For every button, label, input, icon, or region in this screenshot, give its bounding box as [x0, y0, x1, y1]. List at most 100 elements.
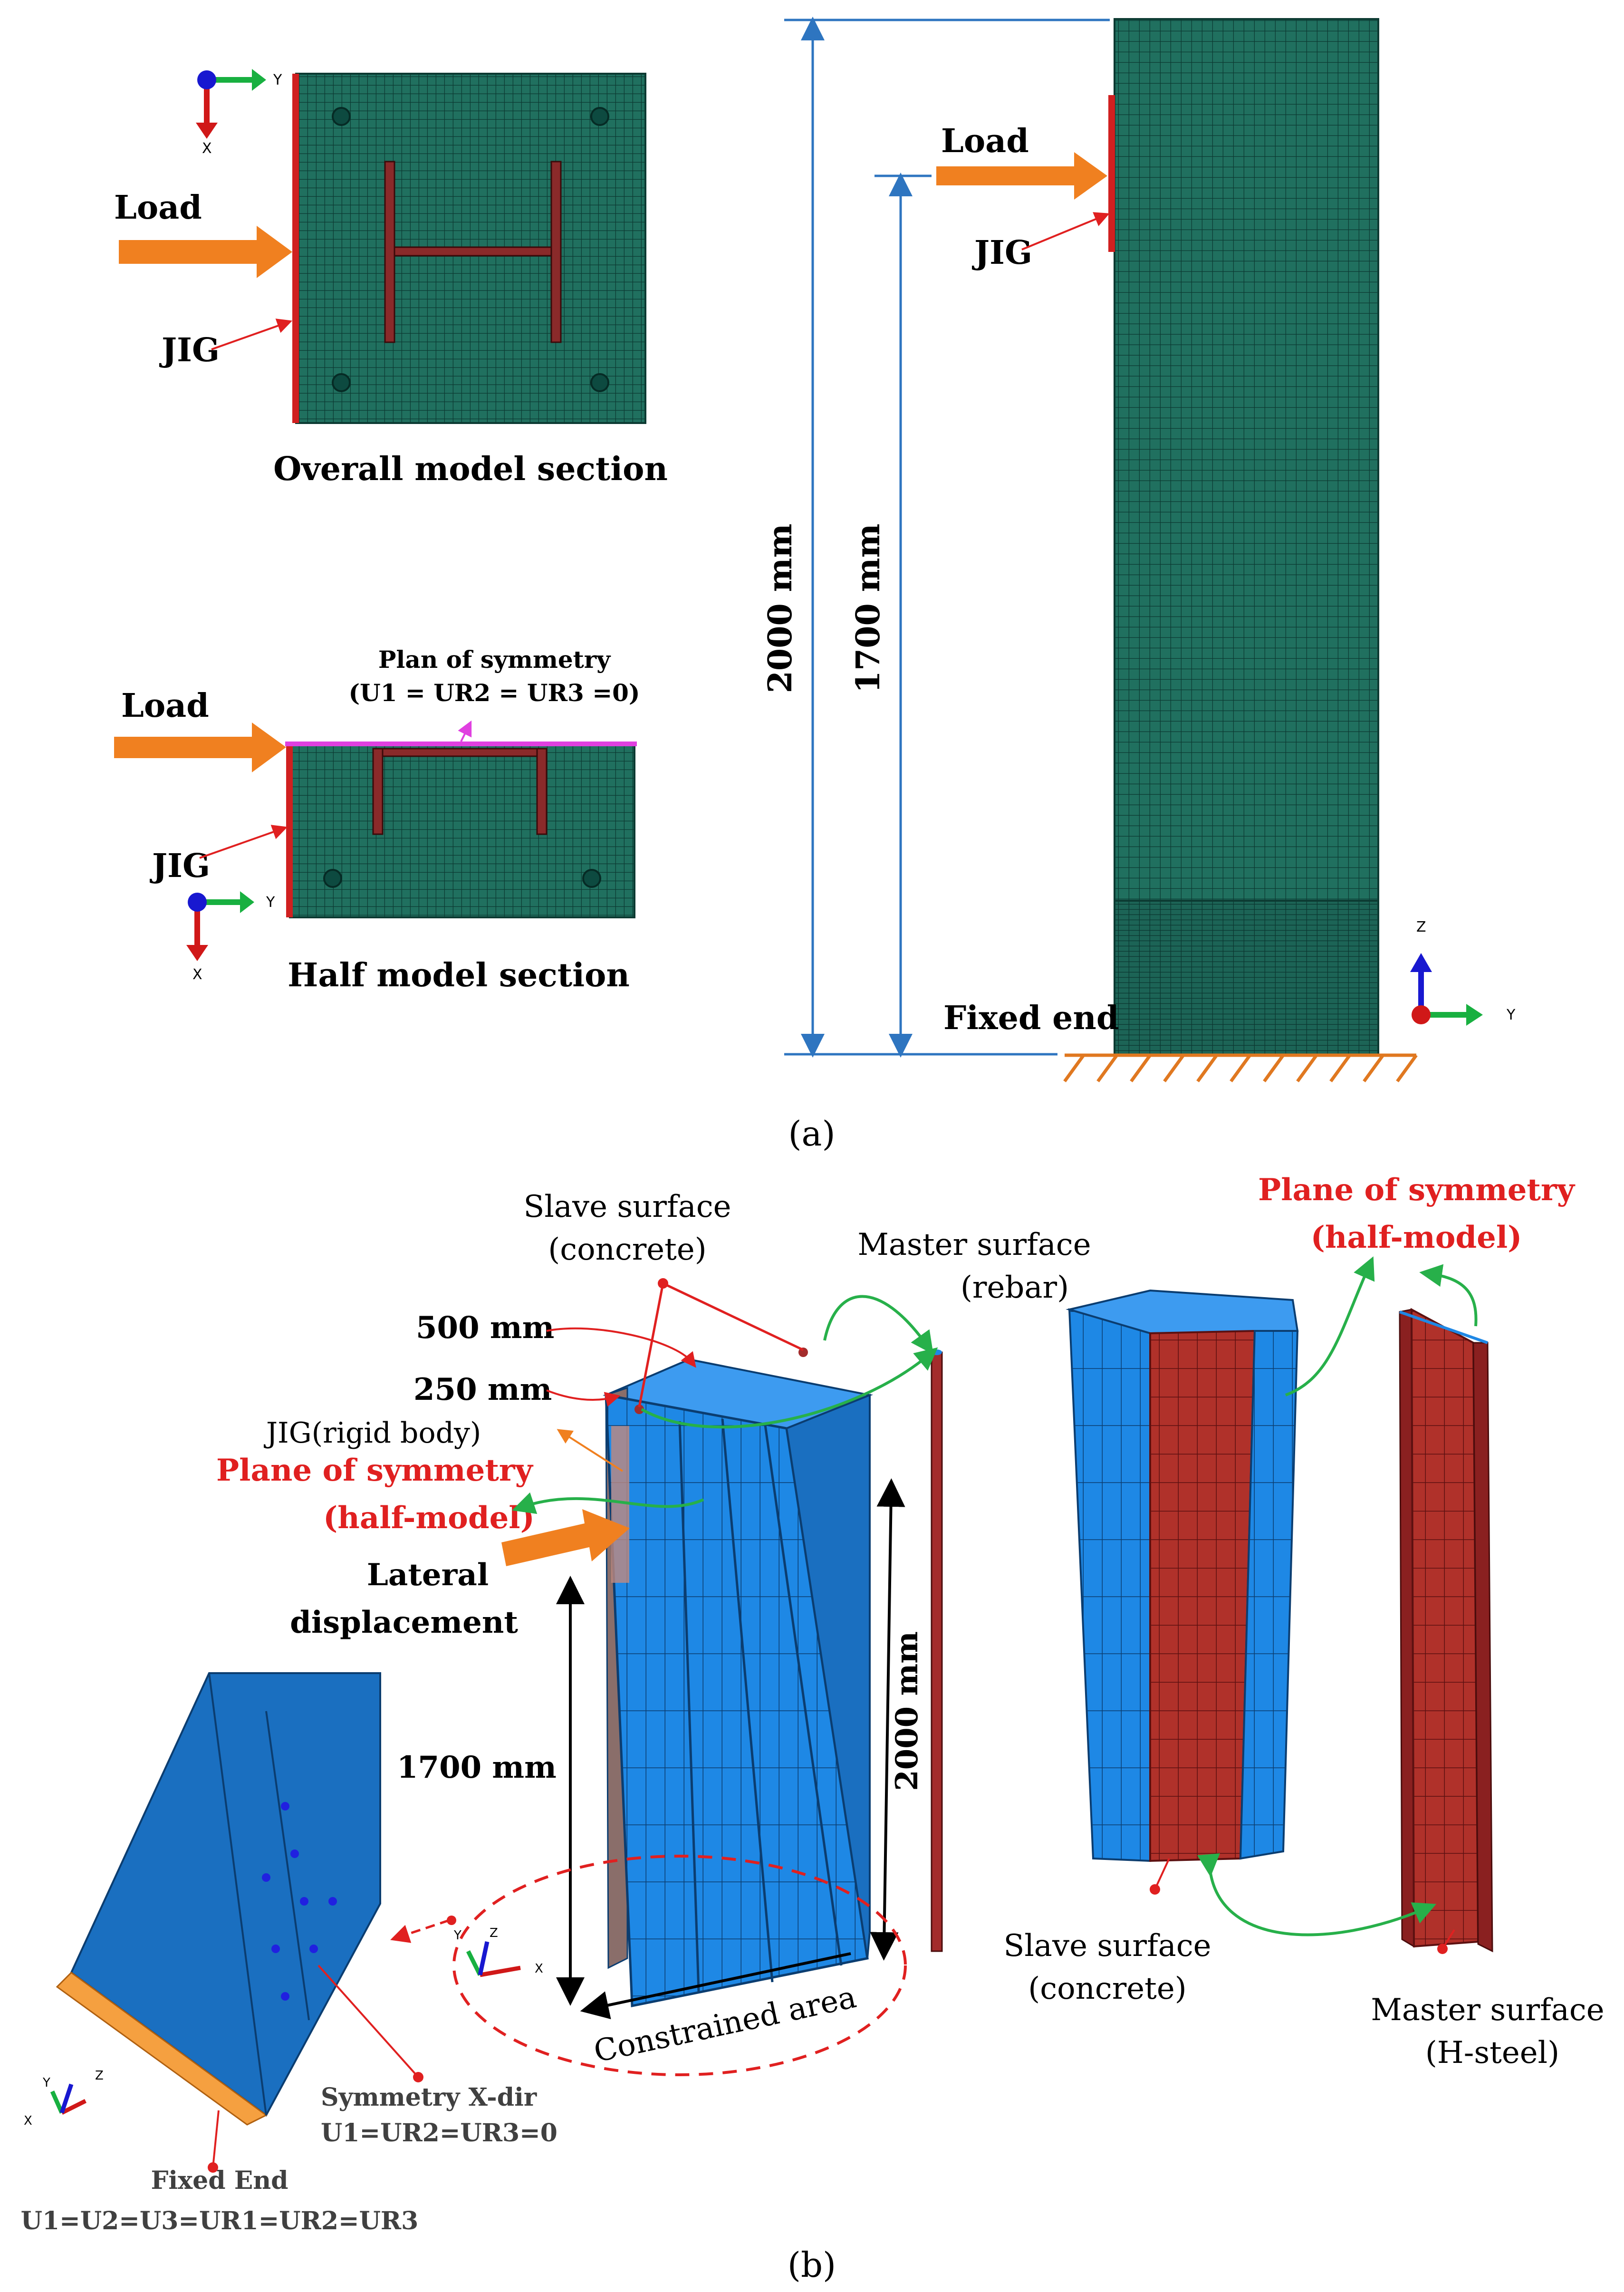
symmetry-right-pointer-1	[1285, 1256, 1375, 1396]
inset-edge-1	[208, 1673, 267, 2116]
dim-250-label: 250 mm	[413, 1372, 552, 1407]
jig-rigid-body-label: JIG(rigid body)	[263, 1416, 481, 1450]
half-rebar-points	[323, 869, 601, 888]
svg-text:Y: Y	[273, 72, 282, 88]
jig-rigid-body	[611, 1426, 629, 1583]
hsteel-web	[1410, 1308, 1480, 1948]
constrained-axis-triad: X Y Z	[453, 1926, 543, 1977]
symmetry-left-pointer	[512, 1492, 704, 1514]
hsteel-right-flange	[1472, 1342, 1493, 1953]
column-edge-line-2	[721, 1418, 774, 1983]
column-edge-line-3	[764, 1425, 843, 1966]
hsteel-3d	[1399, 1308, 1493, 1953]
dim-500-pointer	[546, 1327, 696, 1368]
svg-text:X: X	[24, 2114, 32, 2128]
caption-a: (a)	[788, 1114, 835, 1154]
symmetry-x-label: Symmetry X-dir	[321, 2083, 537, 2112]
inset-edge-2	[265, 1711, 310, 2021]
column-elevation: Load JIG Fixed end 2000 mm 170	[761, 16, 1516, 1083]
right-column-left-face	[1068, 1308, 1151, 1862]
column-mesh	[1114, 18, 1379, 902]
half-model-section: Load JIG Plan of symmetry (U1 = UR2 = UR…	[114, 645, 640, 994]
half-section-title: Half model section	[288, 956, 630, 994]
fixed-end-dot	[208, 2162, 218, 2173]
right-column-hsteel-face	[1149, 1329, 1256, 1862]
svg-text:Y: Y	[1506, 1007, 1516, 1023]
svg-text:X: X	[192, 966, 202, 983]
rebar-top-dot-1	[634, 1405, 644, 1414]
column-dense-mesh	[1114, 900, 1379, 1056]
caption-b: (b)	[788, 2245, 836, 2285]
half-load-label: Load	[121, 687, 209, 725]
overall-section-title: Overall model section	[273, 450, 668, 488]
master-hsteel-label: Master surface	[1371, 1993, 1604, 2028]
lateral-label-2: displacement	[290, 1605, 518, 1640]
symmetry-right-pointer-2	[1419, 1264, 1478, 1327]
lateral-displacement-arrow	[501, 1509, 630, 1566]
overall-jig-pointer	[211, 318, 293, 350]
half-jig-label: JIG	[150, 847, 210, 885]
inset-fixed-base	[56, 1972, 268, 2126]
dimension-2000	[784, 16, 1110, 1058]
hsteel-top-edge	[1399, 1310, 1488, 1344]
rebar-callout-arrow	[823, 1295, 933, 1355]
constrained-to-inset-pointer	[390, 1919, 450, 1943]
inset-pointer-dot	[447, 1916, 456, 1925]
slave-master-link	[1197, 1853, 1437, 1936]
column-edge-line-1	[678, 1421, 700, 1992]
overall-jig-label: JIG	[159, 331, 220, 369]
column-right-face	[785, 1394, 871, 1959]
rebar-3d	[931, 1349, 943, 1952]
fixed-end-b-condition: U1=U2=U3=UR1=UR2=UR3	[21, 2206, 419, 2235]
slave-surface-bottom-label: Slave surface	[1003, 1928, 1211, 1964]
dim-500-label: 500 mm	[416, 1310, 554, 1346]
inset-constraint-markers	[262, 1802, 337, 2001]
fixed-end-b-label: Fixed End	[151, 2166, 288, 2195]
half-section-mesh	[289, 743, 635, 918]
elevation-jig-pointer	[1021, 212, 1110, 250]
constrained-area-ellipse	[452, 1855, 907, 2076]
symmetry-pointer	[458, 720, 472, 742]
jig-rigid-pointer	[557, 1429, 624, 1472]
dim-250-pointer	[546, 1389, 621, 1407]
half-jig-pointer	[199, 825, 288, 859]
svg-text:Z: Z	[490, 1926, 498, 1940]
slave-surface-top-sub: (concrete)	[548, 1232, 706, 1267]
slave-top-line-2	[662, 1282, 804, 1351]
symmetry-left-label-2: (half-model)	[323, 1500, 535, 1536]
half-load-arrow	[114, 722, 286, 772]
master-rebar-label: Master surface	[857, 1227, 1091, 1262]
symmetry-x-dot	[413, 2072, 423, 2082]
elevation-load-arrow	[936, 152, 1107, 200]
svg-text:Y: Y	[42, 2076, 50, 2090]
svg-text:Y: Y	[266, 894, 275, 911]
rebar-top-end	[932, 1349, 942, 1355]
dimension-1700	[874, 173, 932, 1058]
slave-bottom-dot	[1150, 1884, 1160, 1895]
overall-axis-triad: Y X	[196, 69, 282, 157]
h-steel-section	[384, 161, 562, 343]
dimension-1700-label: 1700 mm	[849, 524, 887, 693]
slave-surface-bottom-sub: (concrete)	[1028, 1971, 1186, 2006]
rebar-body	[931, 1351, 943, 1952]
fixed-end-pointer	[212, 2110, 220, 2168]
overall-model-section: Load JIG Overall model section Y X	[114, 69, 668, 488]
half-h-steel	[372, 748, 548, 835]
svg-text:Y: Y	[453, 1928, 461, 1943]
fixed-end-detail-inset: X Y Z	[24, 1672, 381, 2128]
dim-2000-label: 2000 mm	[889, 1631, 925, 1791]
elevation-axis-triad: Z Y	[1410, 919, 1516, 1026]
elevation-jig-label: JIG	[972, 234, 1032, 272]
constrained-base-arrow	[580, 1952, 851, 2020]
elevation-jig-plate	[1108, 95, 1115, 252]
symmetry-x-pointer	[317, 1965, 419, 2078]
overall-jig-plate	[292, 74, 299, 423]
dim-1700-label: 1700 mm	[397, 1750, 557, 1785]
column-with-hsteel-3d	[1066, 1289, 1299, 1862]
right-column-right-face	[1239, 1330, 1299, 1860]
half-axis-triad: Y X	[186, 891, 275, 983]
master-rebar-sub: (rebar)	[961, 1270, 1069, 1305]
symmetry-plane-title: Plan of symmetry	[378, 645, 611, 674]
svg-text:X: X	[202, 140, 212, 157]
